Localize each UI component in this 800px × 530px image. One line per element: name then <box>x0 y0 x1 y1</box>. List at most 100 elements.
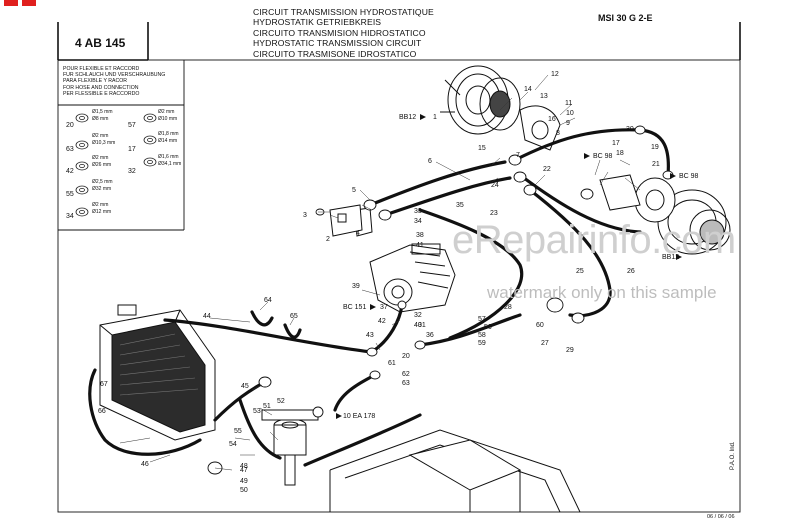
legend-size: Ø2 mm <box>92 133 109 139</box>
callout-number: 52 <box>277 398 285 405</box>
ref-bc151: BC 151 <box>343 304 367 311</box>
callout-number: 28 <box>504 304 512 311</box>
callout-number: 43 <box>366 332 374 339</box>
callout-number: 13 <box>540 93 548 100</box>
callout-number: 27 <box>541 340 549 347</box>
legend-size: Ø32 mm <box>92 186 112 192</box>
callout-number: 51 <box>263 403 271 410</box>
reference-arrows <box>336 114 682 419</box>
legend-ref: 42 <box>66 168 74 175</box>
callout-number: 2 <box>326 236 330 243</box>
callout-number: 45 <box>241 383 249 390</box>
title-line-it: CIRCUITO TRASMISONE IDROSTATICO <box>253 48 417 59</box>
hose-legend-line: PARA FLEXIBLE Y RACOR <box>63 78 128 85</box>
callout-number: 55 <box>234 428 242 435</box>
callout-number: 20 <box>402 353 410 360</box>
title-line-fr: CIRCUIT TRANSMISSION HYDROSTATIQUE <box>253 7 434 17</box>
hose-legend-fittings <box>75 113 157 217</box>
callout-number: 34 <box>414 218 422 225</box>
callout-number: 39 <box>352 283 360 290</box>
legend-ref: 63 <box>66 146 74 153</box>
callout-number: 29 <box>566 347 574 354</box>
callout-number: 46 <box>141 461 149 468</box>
callout-number: 47 <box>240 467 248 474</box>
callout-number: 18 <box>616 150 624 157</box>
legend-ref: 55 <box>66 191 74 198</box>
legend-ref: 17 <box>128 146 136 153</box>
callout-number: 12 <box>551 71 559 78</box>
legend-ref: 20 <box>66 122 74 129</box>
callout-number: 3 <box>303 212 307 219</box>
ref-bc98-a: BC 98 <box>593 153 613 160</box>
callout-number: 17 <box>612 140 620 147</box>
callout-number: 35 <box>456 202 464 209</box>
callout-number: 7 <box>516 152 520 159</box>
callout-number: 49 <box>240 478 248 485</box>
legend-size: Ø26 mm <box>92 162 112 168</box>
hose-legend-heading: POUR FLEXIBLE ET RACCORD FUR SCHLAUCH UN… <box>63 66 165 97</box>
callout-number: 24 <box>491 182 499 189</box>
legend-ref: 32 <box>128 168 136 175</box>
callout-number: 59 <box>478 340 486 347</box>
wheel-motor-top <box>440 65 561 151</box>
callout-number: 64 <box>264 297 272 304</box>
hose-legend-line: FOR HOSE AND CONNECTION <box>63 84 139 91</box>
legend-size: Ø34,1 mm <box>158 161 182 167</box>
callout-number: 9 <box>566 120 570 127</box>
callout-number: 11 <box>565 100 573 107</box>
callout-number: 44 <box>203 313 211 320</box>
callout-number: 41 <box>416 242 424 249</box>
title-line-es: CIRCUITO TRANSMISION HIDROSTATICO <box>253 27 426 38</box>
legend-size: Ø2 mm <box>92 202 109 208</box>
callout-number: 10 <box>566 110 574 117</box>
filter-block <box>329 204 363 237</box>
callout-number: 21 <box>652 161 660 168</box>
callout-number: 38 <box>416 232 424 239</box>
watermark-brand: eRepairinfo.com <box>452 218 736 262</box>
legend-size: Ø2,5 mm <box>92 179 113 185</box>
callout-number: 16 <box>548 116 556 123</box>
callout-number: 40 <box>414 322 422 329</box>
callout-number: 4 <box>356 230 360 237</box>
ref-ea178: 10 EA 178 <box>343 413 376 420</box>
callout-number: 30 <box>626 126 634 133</box>
callout-number: 54 <box>229 441 237 448</box>
callout-number: 42 <box>378 318 386 325</box>
legend-size: Ø1,5 mm <box>92 109 113 115</box>
callout-number: 5 <box>352 187 356 194</box>
inline-filter <box>261 409 319 486</box>
legend-size: Ø1,8 mm <box>158 131 179 137</box>
callout-number: 23 <box>490 210 498 217</box>
ref-bc98-b: BC 98 <box>679 173 699 180</box>
ref-bb12-bottom: BB12 <box>662 254 680 261</box>
callout-number: 50 <box>240 487 248 494</box>
callout-number: 33 <box>414 208 422 215</box>
callout-number: 15 <box>478 145 486 152</box>
legend-ref: 57 <box>128 122 136 129</box>
callout-number: 31 <box>418 322 426 329</box>
callout-number: 63 <box>402 380 410 387</box>
callout-number: 57 <box>478 316 486 323</box>
footer-side-note: P.A.O. Ind. <box>730 441 736 470</box>
callout-number: 37 <box>380 304 388 311</box>
footer-date: 06 / 06 / 06 <box>707 514 735 520</box>
model-code: MSI 30 G 2-E <box>598 13 653 23</box>
legend-size: Ø2 mm <box>158 109 175 115</box>
callout-number: 53 <box>253 408 261 415</box>
diagram-title: CIRCUIT TRANSMISSION HYDROSTATIQUE HYDRO… <box>253 7 434 59</box>
watermark-note: watermark only on this sample <box>487 283 717 302</box>
callout-number: 8 <box>556 130 560 137</box>
callout-number: 36 <box>426 332 434 339</box>
callout-number: 67 <box>100 381 108 388</box>
title-line-en: HYDROSTATIC TRANSMISSION CIRCUIT <box>253 38 422 49</box>
callout-number: 32 <box>414 312 422 319</box>
callout-number: 19 <box>651 144 659 151</box>
wheel-motor-right <box>599 174 731 255</box>
corner-mark-left <box>4 0 18 6</box>
hose-legend-line: FUR SCHLAUCH UND VERSCHRAUBUNG <box>63 72 166 79</box>
callout-number: 56 <box>484 324 492 331</box>
callout-number: 1 <box>433 114 437 121</box>
document-code: 4 AB 145 <box>75 36 126 50</box>
callout-number: 61 <box>388 360 396 367</box>
legend-size: Ø8 mm <box>92 116 109 122</box>
